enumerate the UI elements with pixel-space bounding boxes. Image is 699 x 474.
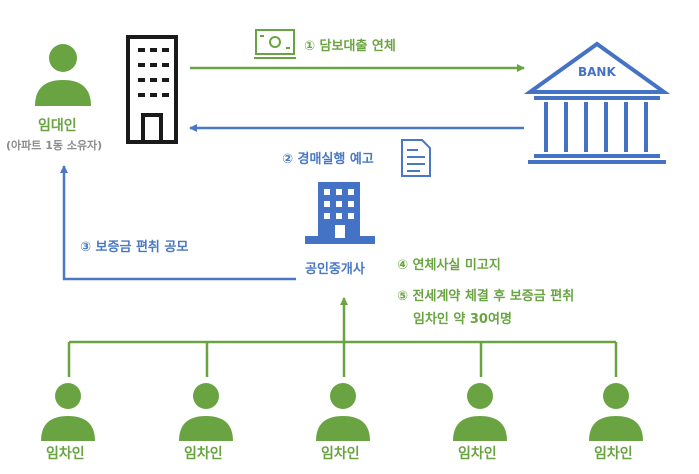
tenant-person-icon [453, 383, 507, 441]
money-icon [254, 29, 296, 59]
tenant-person-icon [589, 383, 643, 441]
tenant-person-icon [316, 383, 370, 441]
tenant-person-icon [41, 383, 95, 441]
step-1-label: ① 담보대출 연체 [304, 39, 396, 54]
arrow-conspiracy [60, 165, 296, 281]
step-4-label: ④ 연체사실 미고지 [397, 258, 501, 273]
tenant-label: 임차인 [46, 446, 85, 462]
broker-label: 공인중개사 [305, 262, 365, 277]
landlord-note: (아파트 1동 소유자) [6, 139, 103, 152]
apartment-building-icon [126, 35, 178, 144]
tenant-label: 임차인 [184, 446, 223, 462]
tenant-label: 임차인 [321, 446, 360, 462]
document-icon [401, 139, 431, 177]
bank-icon [523, 41, 671, 164]
landlord-label: 임대인 [38, 118, 77, 134]
step-2-label: ② 경매실행 예고 [282, 152, 374, 167]
step-5-sublabel: 임차인 약 30여명 [413, 312, 512, 327]
tenant-tree [67, 340, 618, 377]
tenant-label: 임차인 [594, 446, 633, 462]
landlord-person-icon [35, 44, 91, 106]
bank-label: BANK [578, 65, 616, 79]
step-5-label: ⑤ 전세계약 체결 후 보증금 편취 [397, 289, 575, 304]
tenant-person-icon [179, 383, 233, 441]
step-3-label: ③ 보증금 편취 공모 [80, 240, 189, 255]
tenant-label: 임차인 [458, 446, 497, 462]
office-building-icon [305, 182, 375, 244]
